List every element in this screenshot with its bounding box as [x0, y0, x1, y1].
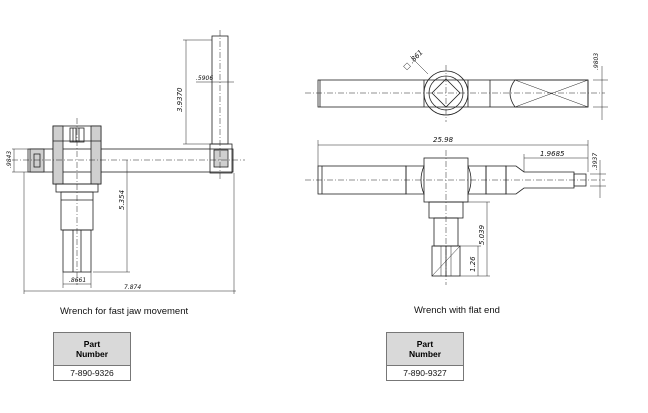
right-dim-square-0-861: □ .861: [402, 48, 425, 71]
right-wrench-side-view: [317, 157, 587, 277]
left-table-header-line1: Part: [83, 339, 101, 349]
left-dim-0-8661: .8661: [69, 277, 86, 284]
right-dim-0-9803: .9803: [593, 53, 600, 70]
left-table-header: Part Number: [54, 333, 130, 366]
right-table-header-line1: Part: [416, 339, 434, 349]
right-dim-1-26: 1.26: [469, 256, 477, 272]
left-dim-3-9370: 3.9370: [176, 87, 184, 112]
right-part-number-table: Part Number 7-890-9327: [386, 332, 464, 381]
right-dim-1-9685: 1.9685: [540, 150, 565, 158]
right-table-header: Part Number: [387, 333, 463, 366]
right-part-number: 7-890-9327: [403, 368, 447, 378]
left-dim-0-5906: .5906: [196, 75, 213, 82]
left-part-number-table: Part Number 7-890-9326: [53, 332, 131, 381]
right-table-header-line2: Number: [408, 349, 442, 359]
right-dim-0-3937: .3937: [592, 153, 599, 170]
left-wrench-drawing: [27, 30, 234, 273]
left-caption: Wrench for fast jaw movement: [60, 306, 189, 317]
right-dim-25-98: 25.98: [433, 136, 454, 144]
left-part-number: 7-890-9326: [70, 368, 114, 378]
technical-drawing: 3.9370 .5906 .9843 5.354 .8661 7.874 □ .…: [6, 30, 608, 294]
right-caption: Wrench with flat end: [414, 305, 500, 316]
left-table-header-line2: Number: [75, 349, 109, 359]
right-dim-5-039: 5.039: [478, 224, 486, 245]
left-dim-0-9843: .9843: [6, 151, 13, 168]
left-dim-7-874: 7.874: [124, 284, 141, 291]
left-dim-5-354: 5.354: [118, 190, 126, 210]
